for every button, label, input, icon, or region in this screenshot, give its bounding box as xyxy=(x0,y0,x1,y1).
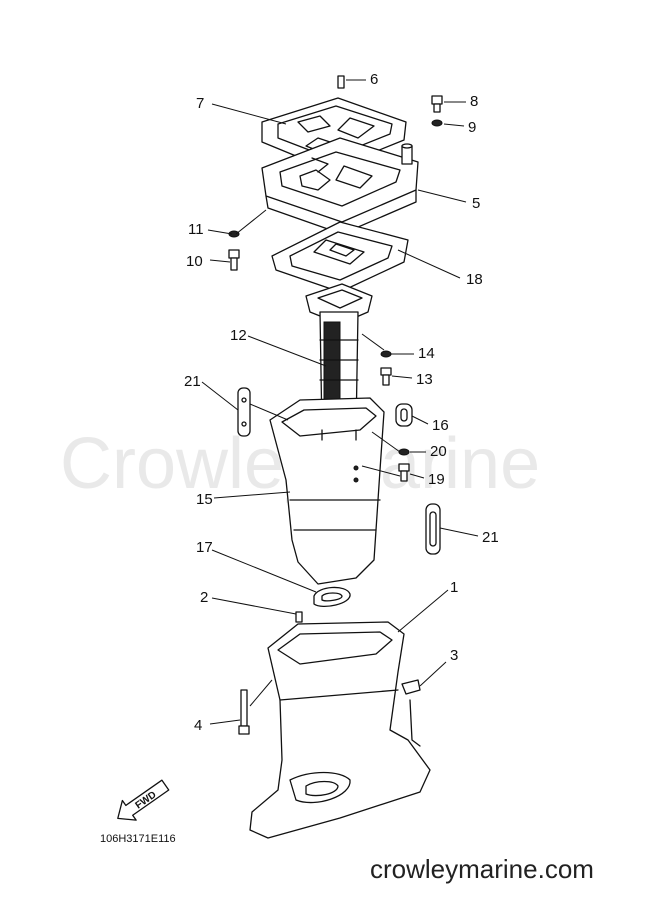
part-21-right-plate[interactable] xyxy=(425,503,441,555)
callout-16: 16 xyxy=(432,417,449,434)
callout-19: 19 xyxy=(428,471,445,488)
callout-17: 17 xyxy=(196,539,213,556)
forward-direction-arrow: FWD xyxy=(117,779,170,821)
callout-20: 20 xyxy=(430,443,447,460)
part-15-exhaust-housing[interactable] xyxy=(269,397,385,585)
footer-site-name: crowleymarine.com xyxy=(370,854,594,884)
callout-11: 11 xyxy=(188,221,204,238)
callout-8: 8 xyxy=(470,93,478,110)
part-19-bolt[interactable] xyxy=(398,463,410,482)
part-3-clip[interactable] xyxy=(401,679,421,695)
part-8-bolt[interactable] xyxy=(431,95,443,113)
callout-7: 7 xyxy=(196,95,204,112)
callout-labels: 6 7 8 9 5 11 10 18 12 14 13 21 16 20 19 … xyxy=(184,71,499,734)
part-16-grommet[interactable] xyxy=(395,403,413,427)
callout-2: 2 xyxy=(200,589,208,606)
callout-15: 15 xyxy=(196,491,213,508)
part-4-bolt[interactable] xyxy=(238,689,250,735)
part-18-gasket[interactable] xyxy=(271,221,409,293)
part-5-upper-casing[interactable] xyxy=(261,137,419,235)
part-1-drive-shaft-housing[interactable] xyxy=(249,621,431,839)
callout-9: 9 xyxy=(468,119,476,136)
callout-6: 6 xyxy=(370,71,378,88)
part-14-washer[interactable] xyxy=(380,350,392,358)
part-13-bolt[interactable] xyxy=(380,367,392,386)
callout-10: 10 xyxy=(186,253,203,270)
callout-21-right: 21 xyxy=(482,529,499,546)
part-17-seal[interactable] xyxy=(313,586,351,608)
callout-4: 4 xyxy=(194,717,202,734)
part-9-washer[interactable] xyxy=(431,119,443,127)
callout-13: 13 xyxy=(416,371,433,388)
callout-14: 14 xyxy=(418,345,435,362)
callout-12: 12 xyxy=(230,327,247,344)
callout-18: 18 xyxy=(466,271,483,288)
callout-21-left: 21 xyxy=(184,373,201,390)
part-20-washer[interactable] xyxy=(398,448,410,456)
callout-5: 5 xyxy=(472,195,480,212)
callout-1: 1 xyxy=(450,579,458,596)
leader-lines xyxy=(201,79,479,725)
part-10-bolt[interactable] xyxy=(228,249,240,271)
part-21-left-plate[interactable] xyxy=(237,387,251,437)
diagram-code: 106H3171E116 xyxy=(100,833,176,845)
part-6-dowel-pin[interactable] xyxy=(337,75,345,89)
part-2-dowel-pin[interactable] xyxy=(295,611,303,623)
callout-3: 3 xyxy=(450,647,458,664)
